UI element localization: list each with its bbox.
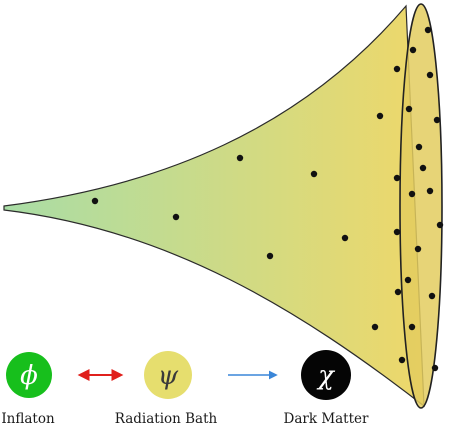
particle: [414, 245, 422, 253]
inflaton-label: Inflaton: [1, 411, 55, 427]
inflaton-symbol: ϕ: [20, 361, 38, 391]
particle: [436, 221, 444, 229]
particle: [419, 164, 427, 172]
particle: [409, 46, 417, 54]
particle: [424, 26, 432, 34]
particle: [172, 213, 180, 221]
cone-body: [3, 4, 425, 408]
expanding-universe-cone: [3, 3, 444, 409]
particle: [236, 154, 244, 162]
particle: [371, 323, 379, 331]
particle: [376, 112, 384, 120]
radiation-bath-node: ψ Radiation Bath: [115, 351, 218, 427]
particle: [341, 234, 349, 242]
particle: [393, 228, 401, 236]
particles: [91, 26, 444, 372]
particle: [393, 65, 401, 73]
dark-matter-circle: [301, 350, 351, 400]
inflaton-node: ϕ Inflaton: [1, 352, 55, 427]
particle: [393, 174, 401, 182]
cone-end-cap: [399, 3, 443, 409]
radiation-bath-symbol: ψ: [158, 361, 179, 391]
inflaton-circle: [6, 352, 52, 398]
particle: [428, 292, 436, 300]
particle: [408, 323, 416, 331]
particle: [426, 71, 434, 79]
dark-matter-label: Dark Matter: [284, 411, 370, 427]
particle: [91, 197, 99, 205]
dark-matter-node: χ Dark Matter: [284, 350, 370, 427]
particle: [433, 116, 441, 124]
particle: [426, 187, 434, 195]
particle: [404, 276, 412, 284]
radiation-bath-circle: [144, 351, 192, 399]
particle: [408, 190, 416, 198]
particle: [394, 288, 402, 296]
particle: [405, 105, 413, 113]
particle: [266, 252, 274, 260]
particle: [431, 364, 439, 372]
radiation-bath-label: Radiation Bath: [115, 411, 218, 427]
particle: [415, 143, 423, 151]
particle: [310, 170, 318, 178]
dark-matter-symbol: χ: [316, 361, 336, 391]
particle: [398, 356, 406, 364]
